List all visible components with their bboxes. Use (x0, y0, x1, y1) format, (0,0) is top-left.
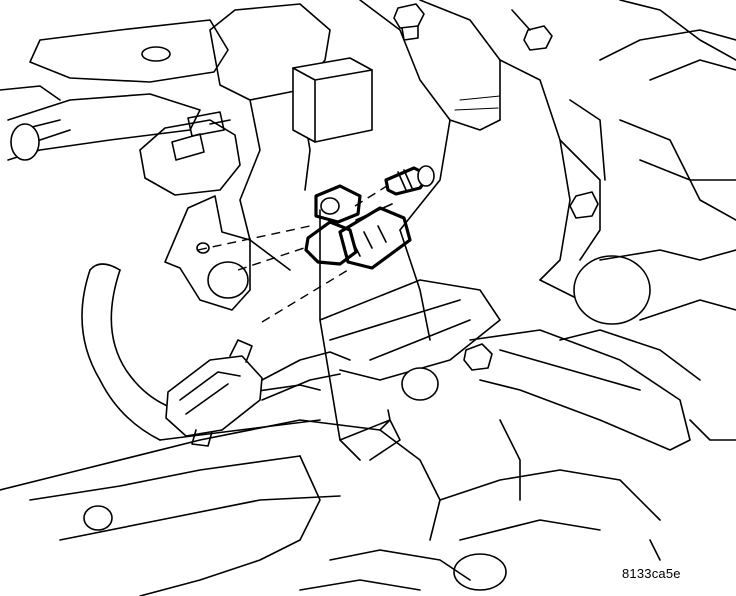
right-bracket (499, 0, 736, 301)
harness-connector (165, 339, 263, 447)
installation-guide-lines (197, 183, 391, 323)
sensor-body (304, 184, 412, 270)
lower-housing (0, 409, 661, 596)
sensor-mounting-bolt (384, 165, 435, 196)
top-nut (393, 3, 425, 41)
relay-box (292, 57, 373, 143)
right-round-boss (573, 249, 736, 325)
upper-left-bracket (0, 19, 229, 161)
mounting-plate (164, 195, 251, 311)
sensor-pigtail-wire (261, 351, 351, 401)
figure-reference-code: 8133ca5e (622, 566, 681, 581)
lower-right-arm (463, 329, 701, 451)
lower-right-edge (649, 419, 736, 561)
cross-member (319, 279, 501, 401)
top-right-nut (511, 9, 553, 51)
stud-bolt-left (139, 111, 241, 196)
engine-block-center (209, 0, 501, 461)
